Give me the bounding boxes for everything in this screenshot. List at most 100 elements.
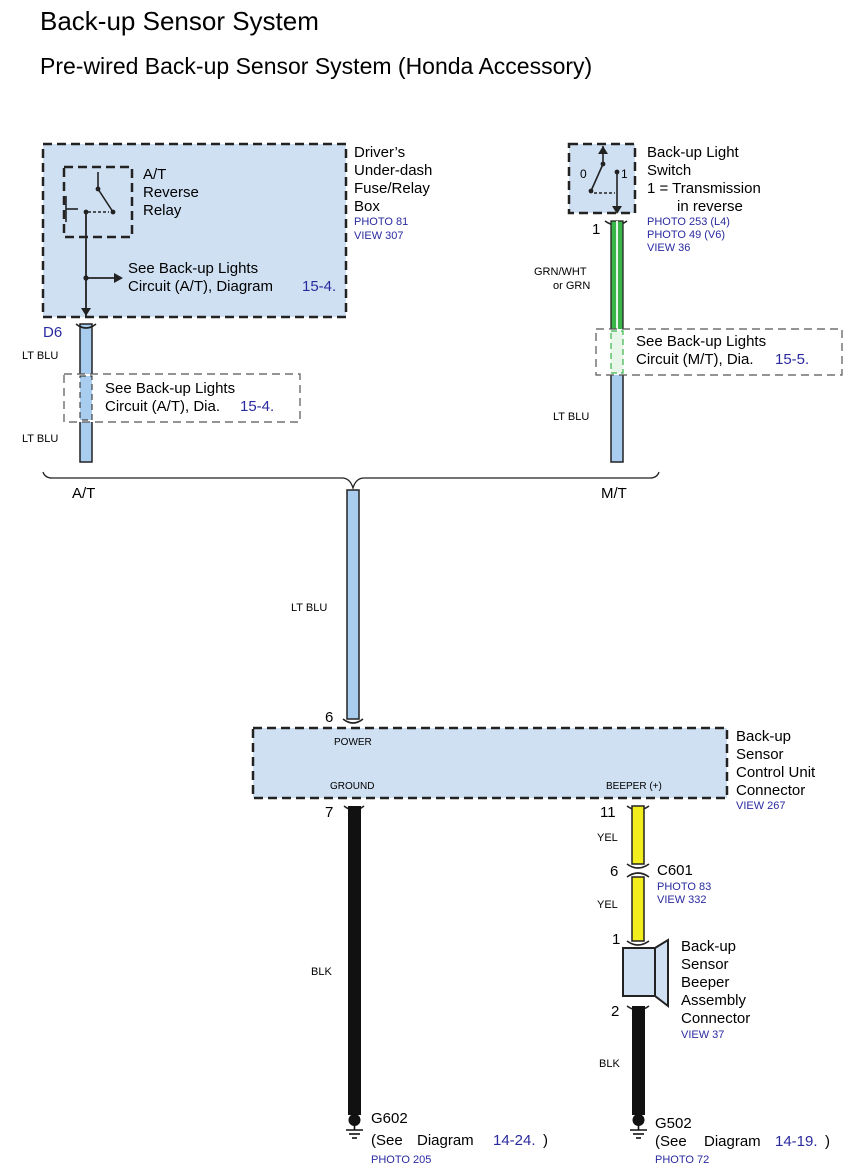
pin-beeper-label: BEEPER (+) xyxy=(606,781,662,792)
g602-see: (See xyxy=(371,1132,403,1149)
mt-see-ref[interactable]: 15-5. xyxy=(775,351,809,368)
switch-name-line-3: 1 = Transmission xyxy=(647,180,761,197)
at-see-line-1: See Back-up Lights xyxy=(105,380,235,397)
control-unit-connector xyxy=(251,726,729,800)
fuse-box-see-ref[interactable]: 15-4. xyxy=(302,278,336,295)
control-unit-name-line-3: Control Unit xyxy=(736,764,816,781)
g602-close: ) xyxy=(543,1132,548,1149)
wire-yel-upper xyxy=(631,805,645,865)
beeper-name-line-5: Connector xyxy=(681,1010,750,1027)
switch-photo-1[interactable]: PHOTO 253 (L4) xyxy=(647,216,730,228)
beeper-pin-1: 1 xyxy=(612,931,620,948)
g502-close: ) xyxy=(825,1133,830,1150)
c601-pin-6: 6 xyxy=(610,863,618,880)
wire-label-mt: LT BLU xyxy=(553,411,589,423)
mt-see-box xyxy=(595,328,843,376)
fuse-box-view[interactable]: VIEW 307 xyxy=(354,230,404,242)
g502-diagram: Diagram xyxy=(704,1133,761,1150)
g602-ref[interactable]: 14-24. xyxy=(493,1132,536,1149)
wire-label-at-bottom: LT BLU xyxy=(22,433,58,445)
relay-label-line-3: Relay xyxy=(143,202,182,219)
fuse-box-photo[interactable]: PHOTO 81 xyxy=(354,216,408,228)
wire-blk-g502 xyxy=(632,1006,645,1115)
wire-label-grn-line-1: GRN/WHT xyxy=(534,266,587,278)
control-unit-name-line-4: Connector xyxy=(736,782,805,799)
label-mt: M/T xyxy=(601,485,627,502)
switch-view[interactable]: VIEW 36 xyxy=(647,242,690,254)
control-unit-name-line-1: Back-up xyxy=(736,728,791,745)
pin-ground-label: GROUND xyxy=(330,781,374,792)
at-mt-brace xyxy=(42,471,660,491)
relay-switch-symbol xyxy=(65,172,123,316)
g602-photo[interactable]: PHOTO 205 xyxy=(371,1154,431,1166)
ground-g502-icon xyxy=(630,1114,647,1139)
beeper-view[interactable]: VIEW 37 xyxy=(681,1029,724,1041)
relay-label-line-2: Reverse xyxy=(143,184,199,201)
at-see-box xyxy=(63,373,301,423)
g602-name: G602 xyxy=(371,1110,408,1127)
pin-power-label: POWER xyxy=(334,737,372,748)
c601-photo[interactable]: PHOTO 83 xyxy=(657,881,711,893)
wire-label-yel-upper: YEL xyxy=(597,832,618,844)
pin-power-number: 6 xyxy=(325,709,333,726)
beeper-name-line-4: Assembly xyxy=(681,992,747,1009)
wire-yel-lower xyxy=(631,876,645,942)
beeper-pin-2: 2 xyxy=(611,1003,619,1020)
wire-label-at-top: LT BLU xyxy=(22,350,58,362)
fuse-box-name-line-2: Under-dash xyxy=(354,162,432,179)
backup-light-switch: 0 1 xyxy=(567,142,637,215)
g502-ref[interactable]: 14-19. xyxy=(775,1133,818,1150)
pin-ground-number: 7 xyxy=(325,804,333,821)
page-title: Back-up Sensor System xyxy=(40,6,319,36)
fuse-box-see-line-2: Circuit (A/T), Diagram xyxy=(128,278,273,295)
beeper-name-line-1: Back-up xyxy=(681,938,736,955)
c601-connector-lower xyxy=(626,872,650,878)
switch-name-line-2: Switch xyxy=(647,162,691,179)
ground-g602-icon xyxy=(346,1114,363,1139)
g602-diagram: Diagram xyxy=(417,1132,474,1149)
control-unit-view[interactable]: VIEW 267 xyxy=(736,800,786,812)
label-at: A/T xyxy=(72,485,95,502)
c601-name: C601 xyxy=(657,862,693,879)
switch-name-line-4: in reverse xyxy=(677,198,743,215)
beeper-name-line-2: Sensor xyxy=(681,956,729,973)
pin-beeper-number: 11 xyxy=(600,804,616,821)
fuse-relay-box: A/T Reverse Relay See Back-up Lights Cir… xyxy=(41,142,348,319)
fuse-box-name-line-4: Box xyxy=(354,198,380,215)
g502-name: G502 xyxy=(655,1115,692,1132)
terminal-d6: D6 xyxy=(43,324,62,341)
g502-photo[interactable]: PHOTO 72 xyxy=(655,1154,709,1166)
fuse-box-outline xyxy=(41,142,348,319)
switch-pos-1: 1 xyxy=(621,167,628,181)
fuse-box-see-line-1: See Back-up Lights xyxy=(128,260,258,277)
speaker-icon xyxy=(622,938,669,1009)
at-see-line-2: Circuit (A/T), Dia. xyxy=(105,398,220,415)
switch-terminal-1: 1 xyxy=(592,221,600,238)
wire-blk-g602 xyxy=(348,806,361,1115)
c601-view[interactable]: VIEW 332 xyxy=(657,894,707,906)
control-unit-name-line-2: Sensor xyxy=(736,746,784,763)
switch-outline xyxy=(567,142,637,215)
wire-label-yel-lower: YEL xyxy=(597,899,618,911)
connector-d6-symbol xyxy=(75,323,97,329)
wire-label-blk-g502: BLK xyxy=(599,1058,620,1070)
mt-see-line-1: See Back-up Lights xyxy=(636,333,766,350)
switch-photo-2[interactable]: PHOTO 49 (V6) xyxy=(647,229,725,241)
beeper-name-line-3: Beeper xyxy=(681,974,729,991)
fuse-box-name-line-1: Driver’s xyxy=(354,144,405,161)
fuse-box-name-line-3: Fuse/Relay xyxy=(354,180,430,197)
switch-name-line-1: Back-up Light xyxy=(647,144,740,161)
wire-label-main: LT BLU xyxy=(291,602,327,614)
g502-see: (See xyxy=(655,1133,687,1150)
wire-mt-lt-blu xyxy=(610,361,624,463)
mt-see-line-2: Circuit (M/T), Dia. xyxy=(636,351,754,368)
wire-main-lt-blu xyxy=(346,489,360,720)
c601-connector-upper xyxy=(626,863,650,869)
wire-label-grn-line-2: or GRN xyxy=(553,280,590,292)
wire-label-blk-g602: BLK xyxy=(311,966,332,978)
relay-label-line-1: A/T xyxy=(143,166,166,183)
at-see-ref[interactable]: 15-4. xyxy=(240,398,274,415)
page-subtitle: Pre-wired Back-up Sensor System (Honda A… xyxy=(40,53,592,79)
relay-outline xyxy=(62,165,134,239)
